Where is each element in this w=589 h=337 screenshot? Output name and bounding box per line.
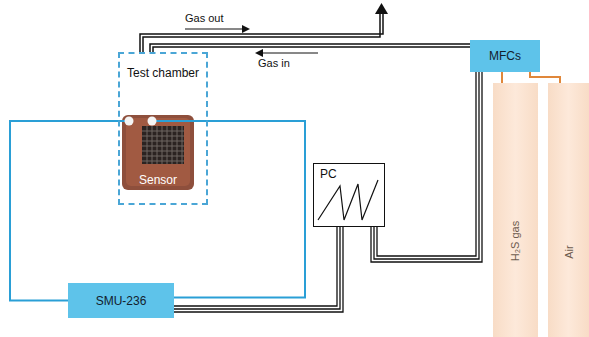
- sensor: Sensor: [122, 115, 194, 190]
- node-label: MFCs: [489, 49, 521, 63]
- gas-cylinder: [548, 83, 589, 337]
- pipe-line: [140, 13, 383, 52]
- node-label: SMU-236: [96, 294, 147, 308]
- connector-line: [174, 227, 340, 309]
- flow-arrow: [257, 53, 318, 54]
- pc-screen: [313, 163, 385, 227]
- connector-line: [174, 227, 343, 312]
- mfc-box: MFCs: [470, 40, 540, 72]
- connector-line: [174, 227, 337, 306]
- connector-line: [174, 121, 305, 298]
- label-text: Gas in: [258, 57, 290, 69]
- connector: [10, 121, 122, 301]
- pc-box: PC: [313, 163, 385, 227]
- connector-line: [150, 44, 470, 52]
- connector: [371, 72, 482, 262]
- test-chamber: Test chamberSensor: [118, 52, 208, 205]
- gas-cylinder: [493, 83, 538, 337]
- outlet-arrowhead: [375, 3, 388, 14]
- node-label: PC: [320, 167, 337, 181]
- connector: [530, 72, 560, 83]
- flow-arrow: [185, 29, 248, 30]
- connector-line: [530, 72, 560, 83]
- connector: [150, 44, 470, 52]
- node-label: Sensor: [139, 173, 177, 187]
- connector-line: [377, 72, 476, 256]
- pipe-line: [143, 13, 380, 52]
- sensor-substrate: [126, 118, 190, 186]
- contact-pad: [125, 117, 134, 126]
- node-label: H₂S gas: [510, 221, 522, 261]
- contact-pad: [148, 117, 157, 126]
- node-label: Test chamber: [127, 66, 199, 80]
- smu-box: SMU-236: [68, 283, 174, 318]
- sensor-grid-lines: [142, 126, 184, 164]
- sensor-grid: [142, 126, 184, 164]
- node-label: Air: [562, 245, 574, 258]
- gas-cylinder: Air: [548, 83, 589, 337]
- connector-line: [371, 72, 482, 262]
- connector: [174, 121, 305, 298]
- flow-label: Gas out: [185, 12, 224, 24]
- gas-out-pipe: [140, 13, 383, 52]
- connector: [502, 72, 503, 83]
- label-holder: Air: [548, 246, 589, 258]
- flow-label: Gas in: [258, 57, 290, 69]
- connector: [174, 227, 343, 312]
- connector-line: [10, 121, 122, 301]
- label-text: Gas out: [185, 12, 224, 24]
- label-holder: H₂S gas: [493, 235, 538, 247]
- sensor-photo: [122, 115, 194, 190]
- gas-cylinder: H₂S gas: [493, 83, 538, 337]
- sawtooth-signal: [318, 180, 378, 220]
- connector-line: [374, 72, 479, 259]
- connector-line: [501, 72, 503, 83]
